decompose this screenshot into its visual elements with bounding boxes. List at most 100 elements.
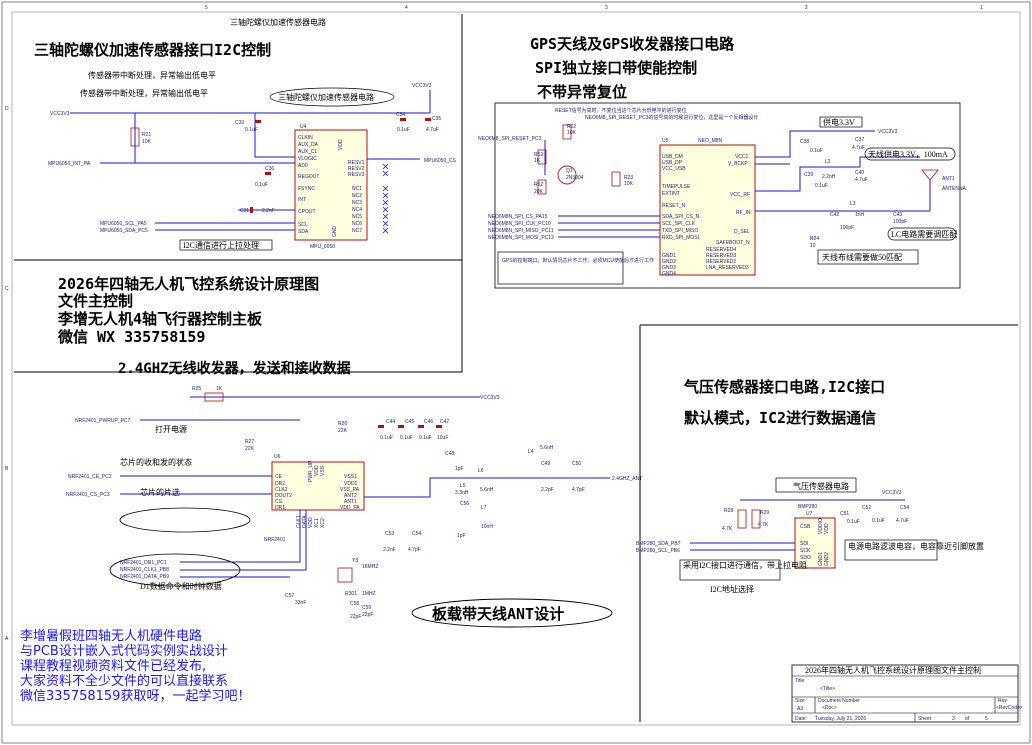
rf-board-ant: 板载带天线ANT设计 [432, 605, 564, 623]
promo-line-2: 与PCB设计嵌入式代码实例实战设计 [20, 644, 228, 659]
tb-rev-value: <RevCode> [996, 705, 1023, 711]
imu-pin-int: INT [298, 197, 306, 203]
baro-pin-vdd: VDD [824, 523, 830, 534]
tb-size-value: A3 [797, 706, 803, 712]
rf-vcc-label: VCC3V3 [480, 395, 500, 401]
rf-c50-value: 4.7pF [572, 487, 585, 493]
promo-line-4: 大家资料不全少文件的可以直接联系 [20, 673, 228, 689]
gps-r22-value: 10K [567, 130, 577, 136]
gps-rail-vcc [755, 130, 875, 158]
rf-l5-value: 3.3nH [455, 490, 469, 496]
baro-note-filter: 电源电路滤波电容，电容靠近引脚放置 [848, 541, 984, 551]
title-block [791, 664, 1019, 723]
imu-net-scl: MPU6050_SCL_PA5 [100, 221, 147, 227]
rf-c54-label: C54 [412, 531, 421, 537]
gps-chip-name: NEO_M8N [698, 138, 723, 144]
rf-c45-value: 0.1uF [400, 435, 413, 441]
gps-r53-value: 1K [534, 158, 541, 164]
rf-pin-dr2: DR2 [275, 481, 285, 487]
imu-c35-label: C35 [432, 116, 441, 122]
tb-size-label: Size [795, 698, 805, 704]
imu-pin-regout: REGOUT [298, 174, 319, 180]
imu-pin-sda: SDA [298, 229, 309, 235]
gps-ant-label: ANT1 [942, 176, 955, 182]
rf-net-ce: NRF2401_CE_PC2 [68, 474, 112, 480]
rf-c48-label: C48 [445, 451, 454, 457]
rf-c46-value: 0.1uF [419, 435, 432, 441]
baro-chip-name: BMP280 [798, 504, 817, 510]
baro-filter-box [844, 539, 938, 561]
baro-pin-gnd1: GND1 [818, 552, 824, 566]
imu-note-2: 传感器带中断处理，异常输出低电平 [80, 88, 208, 98]
baro-c51-value: 0.1uF [847, 519, 860, 525]
imu-pin-nc5: NC5 [352, 214, 362, 220]
imu-pin-nc1: NC1 [352, 186, 362, 192]
rf-c56-label: C56 [460, 501, 469, 507]
gps-chip-ref: U5 [662, 138, 669, 144]
header-text: 三轴陀螺仪加速传感器电路 [230, 17, 326, 27]
gps-pin-gnd4: GND4 [662, 271, 676, 277]
rf-y3-label: Y3 [352, 558, 358, 564]
gps-left-pins: USB_DM USB_DP VCC_USB TIMEPULSE EXTINT R… [662, 154, 700, 277]
rf-l4-label: L4 [528, 449, 534, 455]
tb-rev-label: Rev [998, 698, 1007, 704]
gps-pin-spiclk: SCL_SPI_CLK [662, 221, 696, 227]
gps-vcc-label: VCC3V3 [878, 129, 898, 135]
rf-pin-vsspa: VSS_PA [340, 487, 360, 493]
imu-r21-body [130, 127, 140, 147]
baro-r29-value: 4.7K [758, 522, 769, 528]
baro-c52-label: C52 [862, 505, 871, 511]
rf-l6-label: L6 [478, 468, 484, 474]
rf-ant-wire [364, 477, 610, 498]
imu-pin-nc3: NC3 [352, 200, 362, 206]
imu-vcc-top: VCC3V3 [412, 83, 432, 89]
imu-pin-resv2: RESV2 [348, 166, 365, 172]
rf-pin-ant2: ANT2 [344, 493, 357, 499]
imu-r21-value: 10K [142, 139, 152, 145]
imu-pin-fsync: FSYNC [298, 186, 315, 192]
imu-net-int: MPU6050_INT_PA [48, 161, 91, 167]
gps-l3-value: 1nH [855, 212, 865, 218]
imu-pin-ad0: AD0 [298, 163, 308, 169]
rf-c54-value: 4.7pF [408, 547, 421, 553]
gps-q1-value: 2N3904 [566, 175, 584, 181]
rf-r25 [204, 392, 224, 402]
gps-pin-gnd2: GND2 [662, 259, 676, 265]
gps-c38-value: 0.1uF [810, 148, 823, 154]
imu-pin-nc4: NC4 [352, 207, 362, 213]
gps-c42-value: 100pF [840, 225, 854, 231]
imu-right-pins: RESV1 RESV2 RESV3 NC1 NC2 NC3 NC4 NC5 NC… [348, 160, 365, 234]
rf-r26-value: 22K [338, 428, 348, 434]
rf-net-cs: NRF2401_CS_PC3 [66, 492, 110, 498]
imu-pin-vlogic: VLOGIC [298, 156, 317, 162]
rf-net-ant: 2.4GHZ_ANT [612, 476, 642, 482]
baro-title-2: 默认模式，IC2进行数据通信 [684, 409, 876, 427]
rf-note-d1: D1数据命令和时钟数据 [140, 581, 222, 591]
rf-decoupling-caps [378, 425, 442, 428]
baro-c51-label: C51 [840, 511, 849, 517]
rf-r27-label: R27 [245, 439, 254, 445]
gps-note: GPS的控制端口，默认情况芯片不工作，必须MCU使能后才进行工作 [502, 257, 654, 264]
tb-docnum-value: <Doc> [822, 705, 837, 711]
imu-pin-nc2: NC2 [352, 193, 362, 199]
gps-net-miso: NEO6M8N_SPI_MISO_PC11 [488, 228, 554, 234]
gps-trace-box [817, 249, 919, 265]
imu-pin-cpout: CPOUT [298, 209, 316, 215]
rf-c59-label: C59 [362, 605, 371, 611]
rf-c44-value: 0.1uF [380, 435, 393, 441]
gps-c39-value: 0.1uF [815, 183, 828, 189]
tb-date-label: Date: [795, 716, 807, 722]
imu-left-pins: CLKIN AUX_DA AUX_CL VLOGIC AD0 REGOUT FS… [298, 135, 319, 235]
gps-pin-spimiso: TXD_SPI_MISO [662, 228, 699, 234]
baro-c54-value: 4.7uF [896, 518, 909, 524]
imu-nc-marks [382, 163, 389, 234]
rf-pin-vdd-bot: VDD [308, 517, 314, 528]
rf-pin-pwrup: PWR_UP [308, 460, 314, 482]
rf-right-pins: VSS1 VDD1 VSS_PA ANT2 ANT1 VDD_PA [340, 474, 360, 511]
imu-c35 [425, 118, 431, 121]
imu-bubble [269, 87, 395, 107]
rf-net-clk: NRF2401_CLK1_PB8 [120, 567, 169, 573]
baro-note-pullup: 采用I2C接口进行通信，带上拉电阻 [683, 560, 807, 570]
gps-r23 [611, 171, 621, 187]
